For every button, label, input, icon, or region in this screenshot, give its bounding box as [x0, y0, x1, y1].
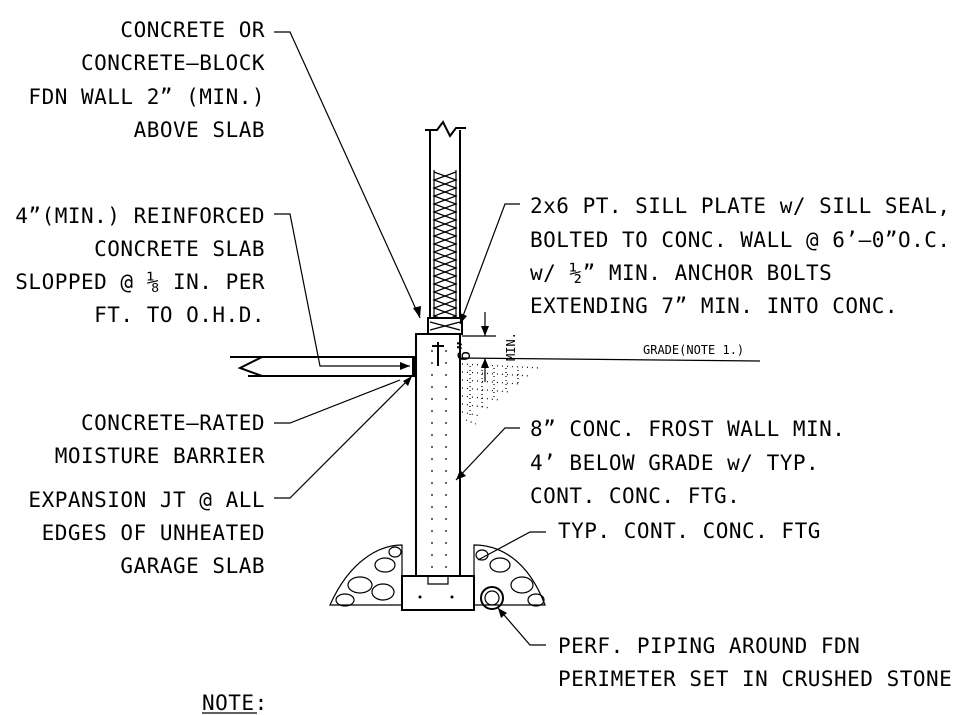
leader-piping [497, 607, 546, 646]
label-sill-line-4: EXTENDING 7” MIN. INTO CONC. [530, 294, 898, 318]
soil-backfill [459, 357, 761, 425]
dimension-6in: 6” MIN. [455, 312, 518, 382]
label-sill-line-3: w/ ½” MIN. ANCHOR BOLTS [530, 261, 832, 285]
frost-wall-outline [415, 333, 461, 577]
footing-outline [401, 575, 475, 611]
label-slab: 4”(MIN.) REINFORCED CONCRETE SLAB SLOPPE… [15, 204, 265, 327]
label-expansion-line-1: EXPANSION JT @ ALL [28, 488, 265, 512]
leader-slab [274, 213, 410, 367]
sill-seal [429, 321, 461, 331]
label-piping: PERF. PIPING AROUND FDN PERIMETER SET IN… [558, 634, 952, 691]
label-slab-line-1: 4”(MIN.) REINFORCED [15, 204, 265, 228]
label-expansion-joint: EXPANSION JT @ ALL EDGES OF UNHEATED GAR… [28, 488, 265, 578]
label-fdn-wall-line-3: FDN WALL 2” (MIN.) [28, 85, 265, 109]
slab-break-line [230, 356, 263, 377]
garage-slab [230, 356, 416, 377]
label-frost-line-3: CONT. CONC. FTG. [530, 484, 740, 508]
label-fdn-wall-line-2: CONCRETE—BLOCK [81, 51, 265, 75]
label-slab-line-3: SLOPPED @ ⅛ IN. PER [15, 270, 265, 294]
label-sill-line-2: BOLTED TO CONC. WALL @ 6’—0”O.C. [530, 228, 951, 252]
upper-wall [425, 120, 466, 335]
label-sill-line-1: 2x6 PT. SILL PLATE w/ SILL SEAL, [530, 194, 951, 218]
label-piping-line-1: PERF. PIPING AROUND FDN [558, 634, 860, 658]
label-fdn-wall-line-4: ABOVE SLAB [134, 118, 265, 142]
label-moisture-line-2: MOISTURE BARRIER [55, 444, 265, 468]
leader-footing [477, 531, 546, 561]
leader-moisture [274, 379, 401, 424]
label-piping-line-2: PERIMETER SET IN CRUSHED STONE [558, 667, 952, 691]
note-heading: NOTE: [202, 691, 268, 715]
footing [401, 575, 475, 611]
label-moisture-line-1: CONCRETE—RATED [81, 411, 265, 435]
insulation-zigzag-2 [432, 171, 458, 333]
perf-pipe [480, 586, 504, 610]
label-slab-line-2: CONCRETE SLAB [94, 237, 265, 261]
leader-expansion [274, 375, 413, 499]
note-label: NOTE: [202, 691, 268, 715]
label-frost-line-1: 8” CONC. FROST WALL MIN. [530, 417, 845, 441]
label-fdn-wall-line-1: CONCRETE OR [120, 18, 265, 42]
dimension-value: 6” [455, 341, 475, 361]
label-footing: TYP. CONT. CONC. FTG [558, 519, 821, 543]
frost-wall [415, 333, 461, 577]
leader-sill [459, 203, 520, 325]
leader-lines [274, 31, 546, 646]
footing-keyway [427, 576, 449, 585]
break-line-top [425, 120, 466, 138]
label-expansion-line-3: GARAGE SLAB [120, 554, 265, 578]
label-sill-plate: 2x6 PT. SILL PLATE w/ SILL SEAL, BOLTED … [530, 194, 951, 318]
label-frost-line-2: 4’ BELOW GRADE w/ TYP. [530, 451, 819, 475]
dimension-min: MIN. [504, 332, 518, 361]
label-fdn-wall: CONCRETE OR CONCRETE—BLOCK FDN WALL 2” (… [28, 18, 265, 142]
label-frost-wall: 8” CONC. FROST WALL MIN. 4’ BELOW GRADE … [530, 417, 845, 508]
insulation-zigzag [432, 171, 458, 333]
expansion-joint [412, 357, 416, 376]
label-slab-line-4: FT. TO O.H.D. [94, 303, 265, 327]
leader-fdn-wall [274, 31, 421, 319]
crushed-stone [329, 544, 546, 610]
label-grade: GRADE(NOTE 1.) [643, 343, 744, 357]
anchor-bolt [432, 342, 444, 366]
leader-frost-wall [455, 427, 520, 481]
grade-line [459, 357, 761, 362]
label-expansion-line-2: EDGES OF UNHEATED [42, 521, 265, 545]
label-moisture-barrier: CONCRETE—RATED MOISTURE BARRIER [55, 411, 265, 468]
